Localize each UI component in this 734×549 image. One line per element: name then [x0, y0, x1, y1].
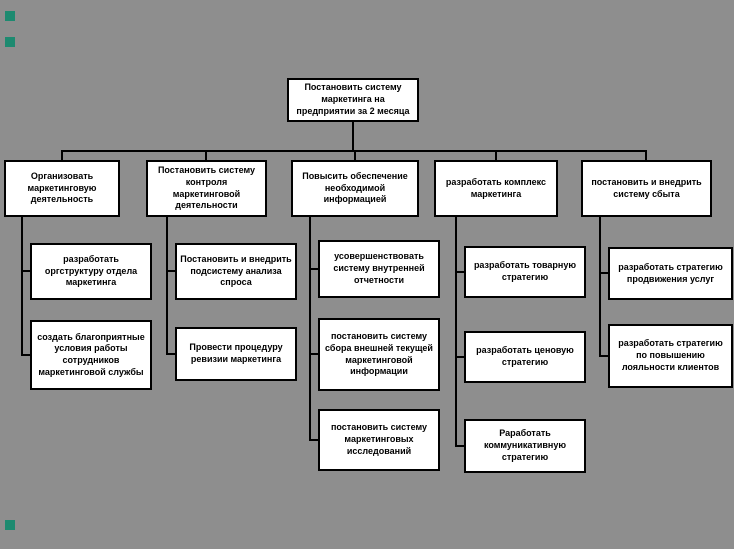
connector — [21, 217, 23, 356]
task-box: Провести процедуру ревизии маркетинга — [175, 327, 297, 381]
connector — [309, 217, 311, 441]
slide-marker-square — [5, 37, 15, 47]
connector — [166, 353, 175, 355]
connector — [455, 271, 464, 273]
connector — [61, 150, 63, 160]
connector — [599, 355, 608, 357]
task-box: Раработать коммуникативную стратегию — [464, 419, 586, 473]
connector — [645, 150, 647, 160]
task-box: постановить систему маркетинговых исслед… — [318, 409, 440, 471]
connector — [352, 122, 354, 150]
root-goal-box: Постановить систему маркетинга на предпр… — [287, 78, 419, 122]
task-box: разработать оргструктуру отдела маркетин… — [30, 243, 152, 300]
task-box: постановить систему сбора внешней текуще… — [318, 318, 440, 391]
branch-box: Организовать маркетинговую деятельность — [4, 160, 120, 217]
task-box: создать благоприятные условия работы сот… — [30, 320, 152, 390]
task-box: разработать стратегию по повышению лояль… — [608, 324, 733, 388]
connector — [455, 445, 464, 447]
connector — [354, 150, 356, 160]
task-box: разработать товарную стратегию — [464, 246, 586, 298]
branch-box: Повысить обеспечение необходимой информа… — [291, 160, 419, 217]
connector — [455, 217, 457, 447]
branch-box: постановить и внедрить систему сбыта — [581, 160, 712, 217]
connector — [166, 270, 175, 272]
connector — [599, 217, 601, 357]
task-box: разработать стратегию продвижения услуг — [608, 247, 733, 300]
connector — [309, 268, 318, 270]
task-box: Постановить и внедрить подсистему анализ… — [175, 243, 297, 300]
connector — [205, 150, 207, 160]
task-box: разработать ценовую стратегию — [464, 331, 586, 383]
connector — [309, 439, 318, 441]
connector — [21, 270, 30, 272]
connector — [599, 272, 608, 274]
connector — [21, 354, 30, 356]
slide-marker-square — [5, 520, 15, 530]
connector — [495, 150, 497, 160]
slide-marker-square — [5, 11, 15, 21]
connector — [166, 217, 168, 355]
branch-box: разработать комплекс маркетинга — [434, 160, 558, 217]
connector — [309, 353, 318, 355]
branch-box: Постановить систему контроля маркетингов… — [146, 160, 267, 217]
task-box: усовершенствовать систему внутренней отч… — [318, 240, 440, 298]
connector — [455, 356, 464, 358]
